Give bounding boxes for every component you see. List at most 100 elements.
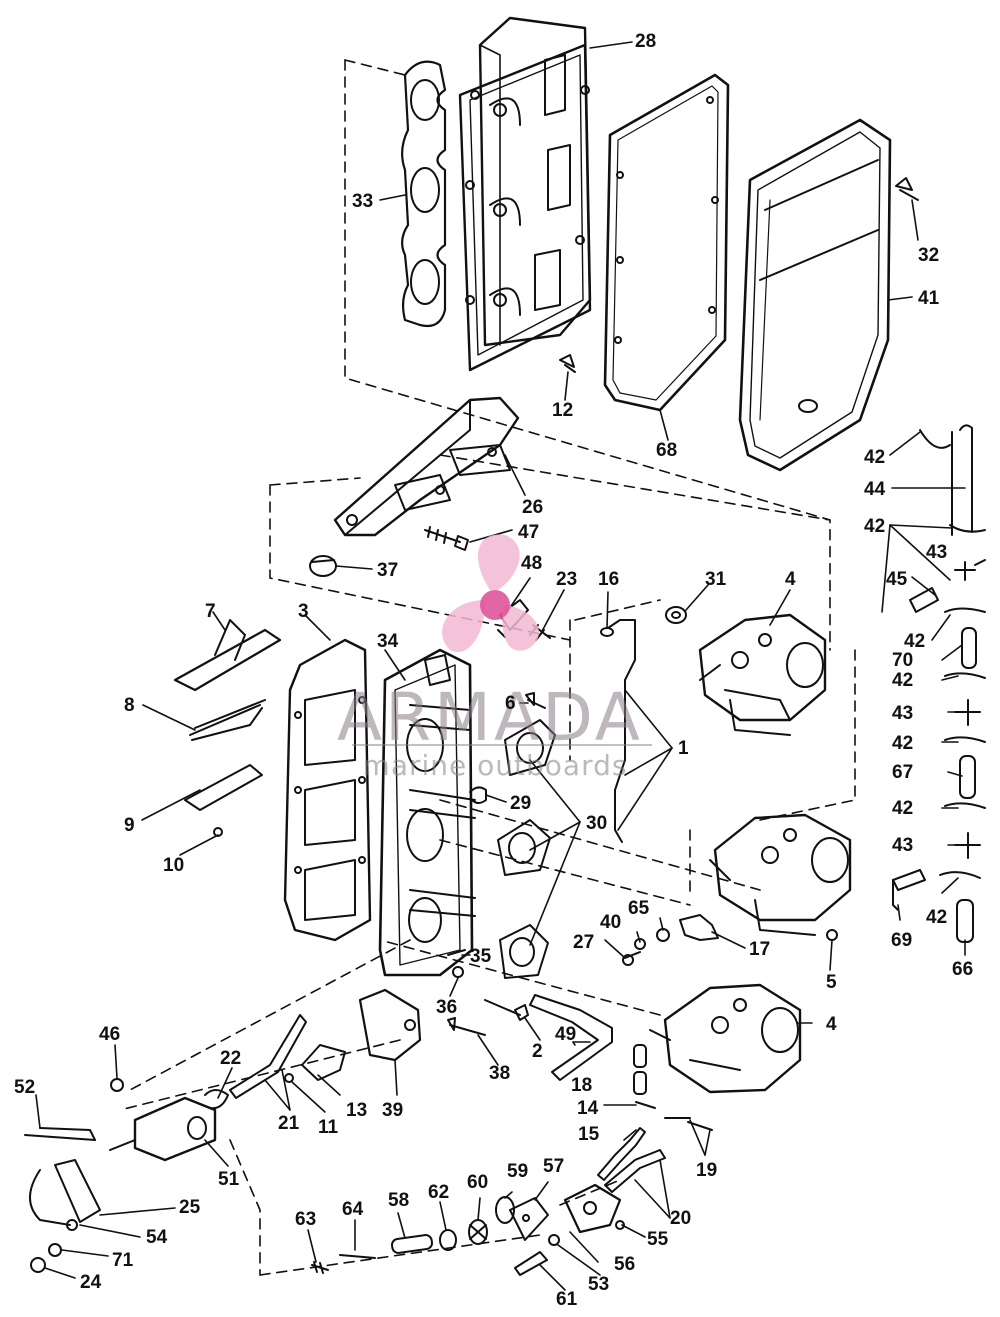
washer-36-part[interactable] xyxy=(452,966,464,978)
callout-42-a[interactable]: 42 xyxy=(864,447,885,468)
callout-49[interactable]: 49 xyxy=(555,1024,576,1045)
callout-20[interactable]: 20 xyxy=(670,1208,691,1229)
fitting-14-part[interactable] xyxy=(635,1101,656,1109)
linkage-1-part[interactable] xyxy=(607,619,636,843)
clamp-42-a-part[interactable] xyxy=(919,429,951,449)
carburetor-low-4-part[interactable] xyxy=(649,983,802,1094)
clamp-22-part[interactable] xyxy=(204,1089,229,1110)
callout-8[interactable]: 8 xyxy=(124,695,135,716)
callout-7[interactable]: 7 xyxy=(205,601,216,622)
callout-65[interactable]: 65 xyxy=(628,898,650,919)
hose-15-part[interactable] xyxy=(597,1127,646,1181)
callout-37[interactable]: 37 xyxy=(377,560,398,581)
callout-57[interactable]: 57 xyxy=(543,1156,564,1177)
callout-29[interactable]: 29 xyxy=(510,793,531,814)
callout-66[interactable]: 66 xyxy=(952,959,973,980)
callout-55[interactable]: 55 xyxy=(647,1229,669,1250)
clip-29-part[interactable] xyxy=(469,786,487,804)
pin-64-part[interactable] xyxy=(339,1254,376,1259)
callout-70[interactable]: 70 xyxy=(892,650,913,671)
clamp-42-c-part[interactable] xyxy=(944,607,986,613)
nut-46-part[interactable] xyxy=(110,1078,124,1092)
callout-38[interactable]: 38 xyxy=(489,1063,510,1084)
hose-20-part[interactable] xyxy=(604,1149,666,1193)
callout-19[interactable]: 19 xyxy=(696,1160,717,1181)
carb-gasket-30-low-part[interactable] xyxy=(499,924,549,979)
hose-66-part[interactable] xyxy=(956,899,974,943)
nut-31-part[interactable] xyxy=(665,606,687,624)
gear-60-part[interactable] xyxy=(468,1219,488,1245)
bracket-26-part[interactable] xyxy=(333,396,520,537)
callout-12[interactable]: 12 xyxy=(552,400,573,421)
callout-42-d[interactable]: 42 xyxy=(892,670,913,691)
reed-plate-9-part[interactable] xyxy=(184,764,263,811)
fitting-35-part[interactable] xyxy=(447,949,466,956)
callout-53[interactable]: 53 xyxy=(588,1274,609,1295)
callout-59[interactable]: 59 xyxy=(507,1161,528,1182)
hose-49-part[interactable] xyxy=(529,994,613,1081)
callout-32[interactable]: 32 xyxy=(918,245,939,266)
callout-25[interactable]: 25 xyxy=(179,1197,201,1218)
clamp-42-e-part[interactable] xyxy=(944,736,986,743)
intake-manifold-34-part[interactable] xyxy=(378,648,476,977)
wire-52-part[interactable] xyxy=(24,1127,96,1141)
clamp-42-g-part[interactable] xyxy=(939,871,981,879)
screw-11-part[interactable] xyxy=(284,1073,294,1083)
solenoid-51-part[interactable] xyxy=(109,1096,217,1162)
callout-18[interactable]: 18 xyxy=(571,1075,592,1096)
callout-69[interactable]: 69 xyxy=(891,930,912,951)
callout-54[interactable]: 54 xyxy=(146,1227,168,1248)
clamp-42-f-part[interactable] xyxy=(944,802,986,809)
plug-37-part[interactable] xyxy=(309,555,337,577)
callout-60[interactable]: 60 xyxy=(467,1172,488,1193)
bolt-47-part[interactable] xyxy=(424,526,469,551)
bracket-25-part[interactable] xyxy=(54,1159,101,1223)
reed-petals-8-part[interactable] xyxy=(189,699,266,741)
hose-18-part[interactable] xyxy=(633,1044,647,1095)
hose-67-part[interactable] xyxy=(959,755,976,799)
callout-16[interactable]: 16 xyxy=(598,569,619,590)
callout-48[interactable]: 48 xyxy=(521,553,542,574)
link-17-part[interactable] xyxy=(679,914,719,941)
callout-1[interactable]: 1 xyxy=(678,738,689,759)
callout-42-f[interactable]: 42 xyxy=(892,798,913,819)
carburetor-top-4-part[interactable] xyxy=(698,613,827,736)
callout-71[interactable]: 71 xyxy=(112,1250,134,1271)
callout-23[interactable]: 23 xyxy=(556,569,577,590)
wire-54-part[interactable] xyxy=(29,1169,78,1231)
sleeve-58-part[interactable] xyxy=(390,1234,434,1254)
callout-14[interactable]: 14 xyxy=(577,1098,599,1119)
callout-41[interactable]: 41 xyxy=(918,288,940,309)
bolt-2-part[interactable] xyxy=(484,999,529,1021)
callout-42-e[interactable]: 42 xyxy=(892,733,913,754)
callout-43-b[interactable]: 43 xyxy=(892,703,913,724)
callout-24[interactable]: 24 xyxy=(80,1272,102,1293)
hose-70-part[interactable] xyxy=(961,627,977,669)
screw-24-part[interactable] xyxy=(30,1257,46,1273)
callout-43-c[interactable]: 43 xyxy=(892,835,913,856)
callout-61[interactable]: 61 xyxy=(556,1289,578,1310)
callout-31[interactable]: 31 xyxy=(705,569,727,590)
callout-4-b[interactable]: 4 xyxy=(826,1014,837,1035)
callout-13[interactable]: 13 xyxy=(346,1100,367,1121)
screw-12-part[interactable] xyxy=(559,354,576,373)
fitting-19-part[interactable] xyxy=(664,1117,713,1131)
callout-52[interactable]: 52 xyxy=(14,1077,35,1098)
callout-51[interactable]: 51 xyxy=(218,1169,240,1190)
carb-gasket-30-top-part[interactable] xyxy=(504,719,556,776)
callout-30[interactable]: 30 xyxy=(586,813,607,834)
intake-cover-part[interactable] xyxy=(458,16,592,372)
screw-55-part[interactable] xyxy=(615,1220,625,1230)
hose-21-part[interactable] xyxy=(229,1014,307,1099)
washer-71-part[interactable] xyxy=(48,1243,62,1257)
callout-42-g[interactable]: 42 xyxy=(926,907,947,928)
callout-6[interactable]: 6 xyxy=(505,693,516,714)
hose-69-part[interactable] xyxy=(892,869,926,911)
cover-gasket-part[interactable] xyxy=(603,73,730,412)
callout-34[interactable]: 34 xyxy=(377,631,399,652)
callout-43-a[interactable]: 43 xyxy=(926,542,947,563)
callout-36[interactable]: 36 xyxy=(436,997,457,1018)
callout-47[interactable]: 47 xyxy=(518,522,539,543)
callout-58[interactable]: 58 xyxy=(388,1190,409,1211)
clamp-13-part[interactable] xyxy=(301,1044,346,1081)
